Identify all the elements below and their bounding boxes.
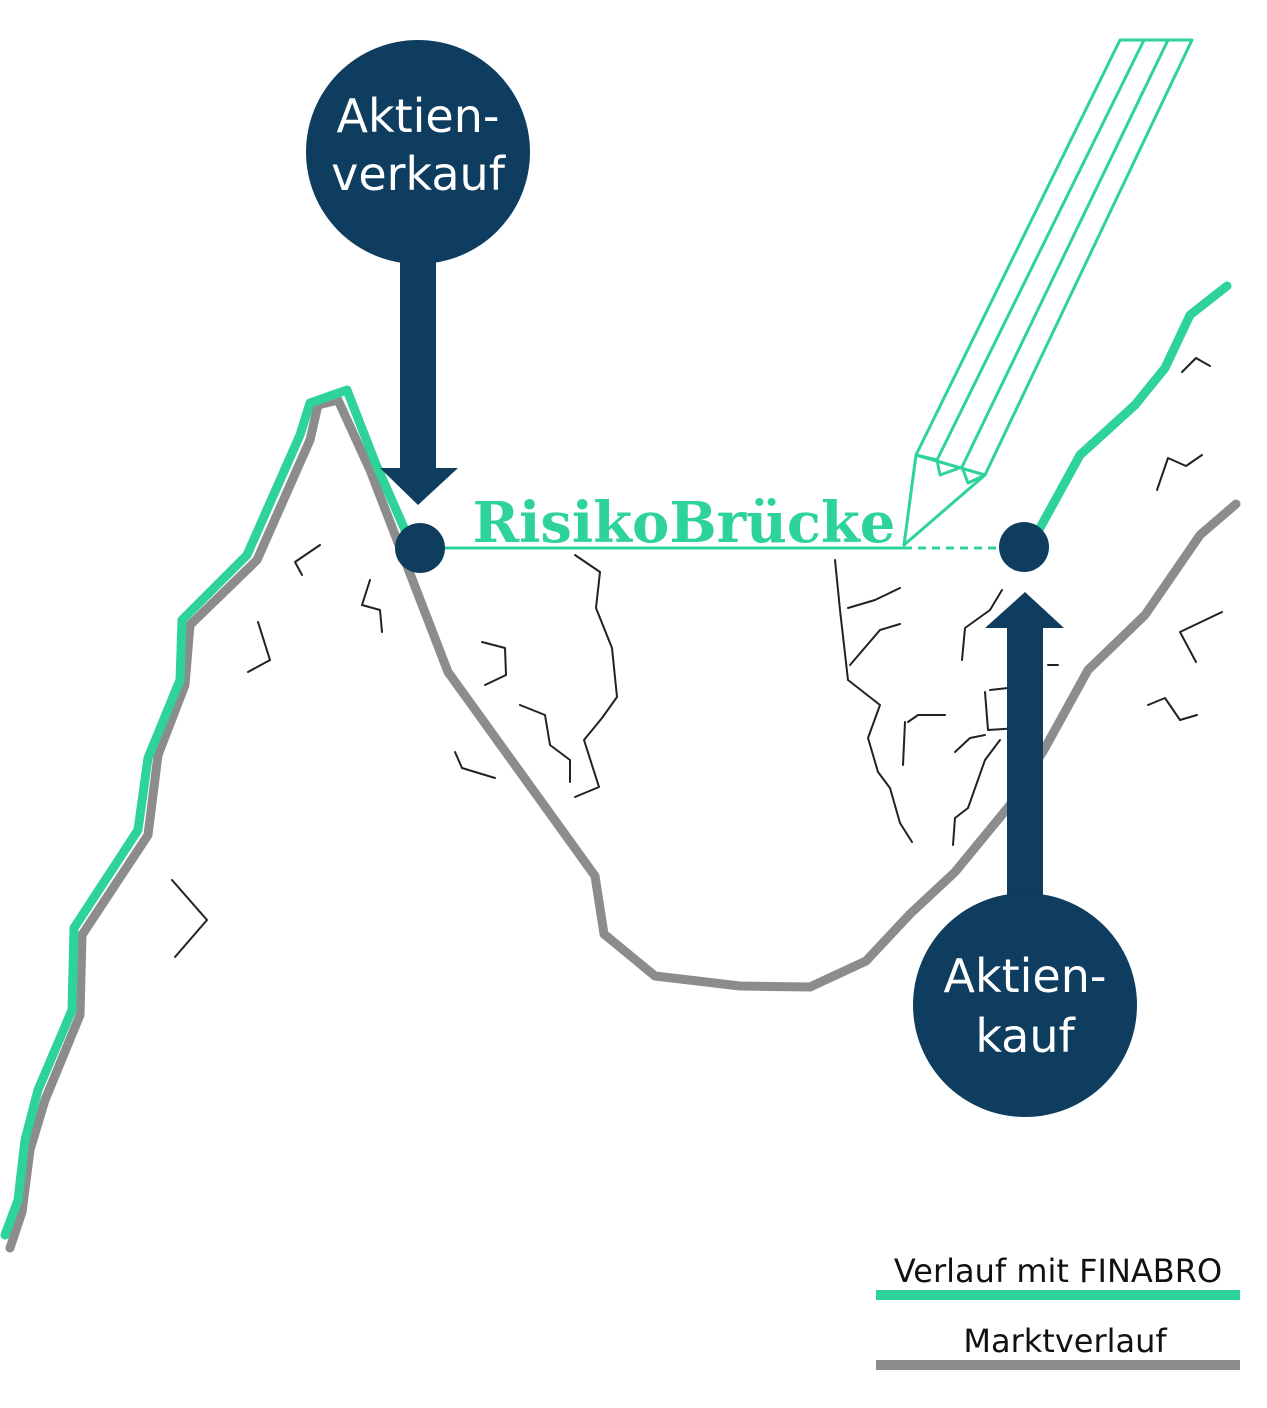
buy-marker: Aktien- kauf [913, 522, 1137, 1117]
buy-arrow-head [985, 592, 1064, 628]
buy-label-line2: kauf [975, 1009, 1076, 1063]
buy-arrow-shaft [1007, 626, 1043, 916]
sell-point [395, 523, 445, 573]
pencil-icon [902, 38, 1194, 547]
legend-finabro-swatch [876, 1290, 1240, 1300]
legend-finabro-label: Verlauf mit FINABRO [894, 1252, 1222, 1290]
buy-label-line1: Aktien- [944, 949, 1107, 1003]
rock-cracks [171, 357, 1223, 958]
sell-label-line2: verkauf [331, 147, 507, 201]
sell-marker: Aktien- verkauf [306, 40, 530, 573]
finabro-line-right [1035, 281, 1232, 533]
buy-bubble [913, 893, 1137, 1117]
buy-point [999, 522, 1049, 572]
sell-arrow-head [380, 468, 458, 505]
bridge-title: RisikoBrücke [473, 490, 896, 556]
sell-label-line1: Aktien- [337, 89, 500, 143]
finabro-line-left [0, 385, 410, 1240]
legend-market-label: Marktverlauf [963, 1322, 1167, 1360]
legend-market-swatch [876, 1360, 1240, 1370]
sell-arrow-shaft [400, 255, 436, 470]
sell-bubble [306, 40, 530, 264]
legend: Verlauf mit FINABRO Marktverlauf [876, 1252, 1240, 1370]
